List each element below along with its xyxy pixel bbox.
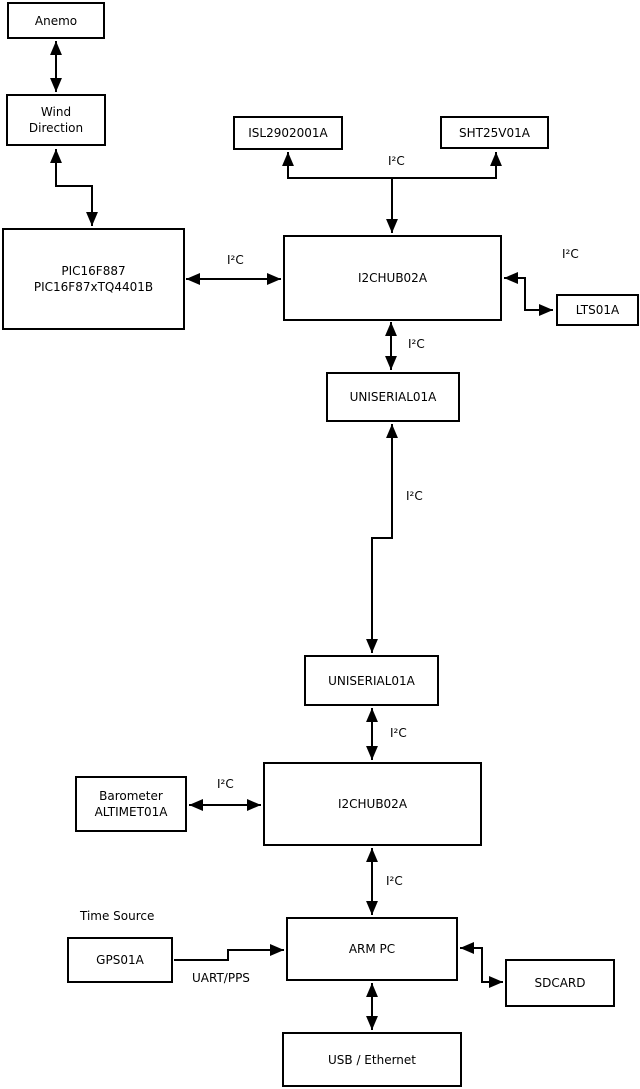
node-pic-line1: PIC16F887	[61, 264, 126, 278]
node-uniserial01a-2-label: UNISERIAL01A	[328, 673, 415, 688]
bus-label-i2c-uniserial1-uniserial2: I²C	[406, 489, 423, 503]
bus-label-i2c-hub2-armpc: I²C	[386, 874, 403, 888]
node-wind-direction-line1: Wind	[40, 105, 72, 119]
bus-label-i2c-hub1-uniserial1: I²C	[408, 337, 425, 351]
node-sdcard: SDCARD	[505, 959, 615, 1007]
node-barometer-line2: ALTIMET01A	[94, 805, 168, 819]
annotation-uart-pps: UART/PPS	[192, 971, 250, 985]
node-i2chub02a-2-label: I2CHUB02A	[337, 797, 408, 811]
node-pic-line2: PIC16F87xTQ4401B	[33, 280, 154, 294]
node-usb-ethernet-label: USB / Ethernet	[328, 1052, 416, 1067]
node-uniserial01a-2: UNISERIAL01A	[304, 655, 439, 706]
node-barometer-line1: Barometer	[99, 789, 163, 803]
node-gps01a-label: GPS01A	[96, 953, 144, 967]
node-arm-pc-label: ARM PC	[348, 942, 396, 956]
node-isl2902001a: ISL2902001A	[233, 116, 343, 150]
bus-label-i2c-hub1-lts: I²C	[562, 247, 579, 261]
bus-label-i2c-uniserial2-hub2: I²C	[390, 726, 407, 740]
node-uniserial01a-1: UNISERIAL01A	[326, 372, 460, 422]
node-arm-pc: ARM PC	[286, 917, 458, 981]
node-anemo: Anemo	[7, 2, 105, 39]
node-i2chub02a-1: I2CHUB02A	[283, 235, 502, 321]
node-barometer: Barometer ALTIMET01A	[75, 776, 187, 832]
node-uniserial01a-1-label: UNISERIAL01A	[349, 390, 437, 404]
node-pic: PIC16F887 PIC16F87xTQ4401B	[2, 228, 185, 330]
node-sdcard-label: SDCARD	[534, 976, 586, 990]
node-usb-ethernet: USB / Ethernet	[282, 1032, 462, 1087]
node-anemo-label: Anemo	[34, 13, 78, 28]
bus-label-i2c-top-branch: I²C	[388, 154, 405, 168]
bus-label-i2c-pic-hub1: I²C	[227, 253, 244, 267]
node-wind-direction-line2: Direction	[28, 121, 84, 135]
node-isl2902001a-label: ISL2902001A	[248, 126, 328, 140]
node-gps01a: GPS01A	[67, 937, 173, 983]
node-sht25v01a-label: SHT25V01A	[459, 125, 530, 140]
node-sht25v01a: SHT25V01A	[440, 116, 549, 149]
node-lts01a: LTS01A	[556, 294, 639, 326]
node-wind-direction: Wind Direction	[6, 94, 106, 146]
node-lts01a-label: LTS01A	[575, 303, 620, 317]
node-i2chub02a-1-label: I2CHUB02A	[357, 271, 428, 285]
annotation-time-source: Time Source	[80, 909, 155, 923]
node-i2chub02a-2: I2CHUB02A	[263, 762, 482, 846]
bus-label-i2c-barometer-hub2: I²C	[217, 777, 234, 791]
